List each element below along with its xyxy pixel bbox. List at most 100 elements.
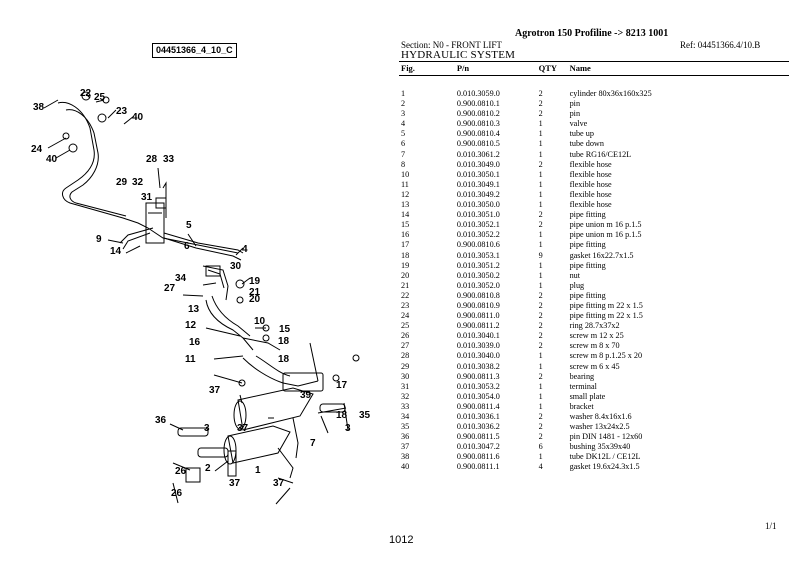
cell-pn: 0.010.3049.2 <box>456 189 500 199</box>
cell-qty: 2 <box>538 311 543 321</box>
diagram-callout: 14 <box>110 246 122 257</box>
cell-pn: 0.010.3051.2 <box>456 260 500 270</box>
diagram-callout: 13 <box>188 304 200 315</box>
cell-fig: 13 <box>401 200 410 210</box>
cell-pn: 0.900.0810.2 <box>456 109 500 119</box>
cell-pn: 0.010.3040.0 <box>456 351 500 361</box>
cell-qty: 2 <box>538 220 543 230</box>
cell-pn: 0.900.0811.6 <box>456 452 500 462</box>
cell-pn: 0.010.3052.1 <box>456 220 500 230</box>
column-header-name: Name <box>569 63 591 73</box>
diagram-callout: 28 <box>146 154 158 165</box>
cell-fig: 16 <box>401 230 410 240</box>
cell-name: pipe union m 16 p.1.5 <box>569 220 642 230</box>
cell-name: flexible hose <box>569 169 612 179</box>
cell-fig: 34 <box>401 412 410 421</box>
exploded-diagram-drawing: 3822252340244028332932315961443034192721… <box>31 88 371 505</box>
cell-name: pipe fitting m 22 x 1.5 <box>569 300 643 310</box>
cell-fig: 28 <box>401 351 410 361</box>
cell-qty: 2 <box>538 412 543 421</box>
cell-pn: 0.010.3049.1 <box>456 179 500 189</box>
diagram-callout: 11 <box>185 354 196 365</box>
cell-pn: 0.010.3040.1 <box>456 331 500 341</box>
diagram-callout: 16 <box>189 337 201 348</box>
diagram-callout: 9 <box>96 234 102 245</box>
parts-table-header: Fig. P/n QTY Name <box>399 61 789 76</box>
cell-pn: 0.010.3049.0 <box>456 159 500 169</box>
diagram-callout: 40 <box>46 154 58 165</box>
cell-qty: 4 <box>538 462 543 472</box>
diagram-callout: 7 <box>310 438 316 449</box>
diagram-callout: 3 <box>204 423 210 434</box>
cell-fig: 40 <box>401 462 410 472</box>
diagram-callout: 5 <box>186 220 192 231</box>
cell-name: pin <box>569 109 581 119</box>
cell-pn: 0.010.3052.0 <box>456 280 500 290</box>
diagram-callout: 18 <box>278 354 290 365</box>
cell-fig: 7 <box>401 149 406 159</box>
page-number: 1012 <box>389 534 414 546</box>
diagram-callout: 2 <box>205 463 211 474</box>
cell-fig: 30 <box>401 371 410 381</box>
diagram-callout: 37 <box>237 423 249 434</box>
cell-qty: 1 <box>538 189 543 199</box>
cell-pn: 0.900.0811.2 <box>456 321 500 331</box>
diagram-callout: 15 <box>279 324 291 335</box>
cell-qty: 1 <box>538 401 543 411</box>
cell-fig: 32 <box>401 391 410 401</box>
cell-qty: 2 <box>538 371 543 381</box>
cell-fig: 8 <box>401 159 406 169</box>
cell-pn: 0.010.3039.0 <box>456 341 500 351</box>
diagram-callout: 33 <box>163 154 175 165</box>
diagram-callout: 37 <box>209 385 221 396</box>
cell-pn: 0.010.3050.0 <box>456 200 500 210</box>
cell-qty: 2 <box>538 321 543 331</box>
cell-fig: 14 <box>401 210 410 220</box>
cell-name: plug <box>569 280 585 290</box>
cell-name: flexible hose <box>569 189 612 199</box>
cell-pn: 0.900.0810.4 <box>456 129 500 139</box>
cell-fig: 21 <box>401 280 410 290</box>
cell-fig: 27 <box>401 341 410 351</box>
diagram-callout: 12 <box>185 320 197 331</box>
cell-pn: 0.010.3052.2 <box>456 230 500 240</box>
diagram-callout: 27 <box>164 283 176 294</box>
cell-qty: 1 <box>538 280 543 290</box>
cell-name: valve <box>569 119 588 129</box>
cell-fig: 17 <box>401 240 410 250</box>
cell-pn: 0.010.3047.2 <box>456 442 500 452</box>
cell-name: bushing 35x39x40 <box>569 442 631 452</box>
cell-qty: 2 <box>538 422 543 432</box>
cell-pn: 0.900.0810.5 <box>456 139 500 149</box>
diagram-callout: 19 <box>249 276 261 287</box>
model-title: Agrotron 150 Profiline -> 8213 1001 <box>515 28 669 39</box>
cell-name: pipe union m 16 p.1.5 <box>569 230 642 240</box>
cell-pn: 0.010.3036.1 <box>456 412 500 421</box>
cell-name: pipe fitting <box>569 260 606 270</box>
cell-qty: 1 <box>538 129 543 139</box>
diagram-callout: 25 <box>94 92 106 103</box>
cell-name: washer 13x24x2.5 <box>569 422 630 432</box>
diagram-callout: 26 <box>171 488 183 499</box>
cell-pn: 0.010.3059.0 <box>456 89 500 98</box>
cell-name: tube up <box>569 129 594 139</box>
cell-name: flexible hose <box>569 179 612 189</box>
cell-name: tube down <box>569 139 604 149</box>
cell-fig: 19 <box>401 260 410 270</box>
diagram-callout: 40 <box>132 112 144 123</box>
